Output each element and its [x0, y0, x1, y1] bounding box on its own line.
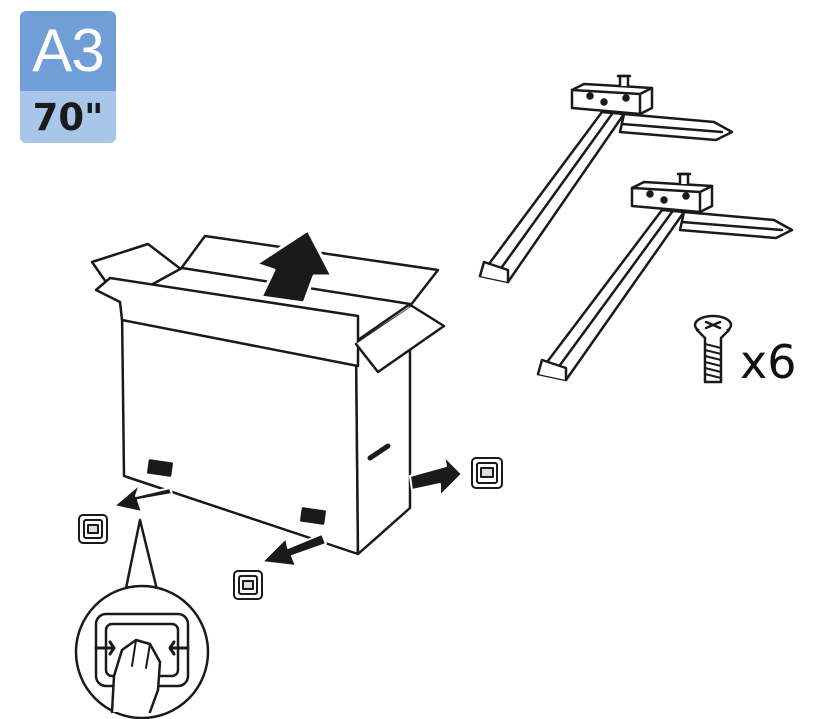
screw-quantity: x6: [740, 335, 797, 389]
pull-arrow-right-icon: [410, 456, 462, 496]
handle-icon: [472, 458, 502, 488]
handle-icon: [234, 571, 262, 599]
handle-icon: [79, 515, 107, 543]
screw-icon: [695, 316, 731, 382]
stand-leg-icon: [480, 76, 732, 282]
pull-arrow-bottom-icon: [262, 534, 326, 566]
handle-detail-callout: [76, 520, 208, 718]
